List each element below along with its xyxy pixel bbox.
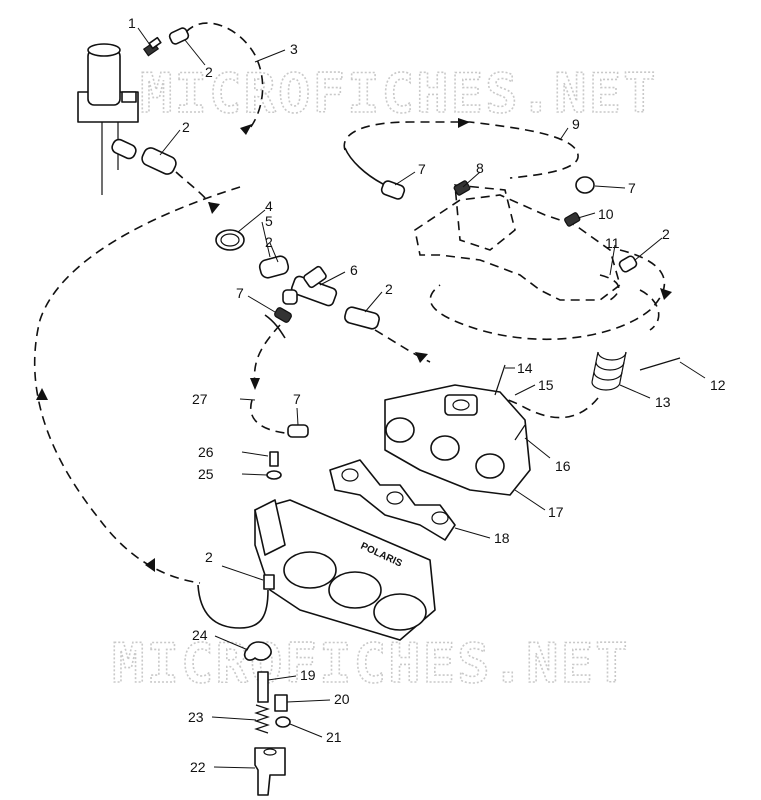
valve-19 [257,671,269,703]
callout-23: 23 [188,709,204,725]
fitting-5 [258,255,290,279]
callout-18: 18 [494,530,510,546]
callout-7d: 7 [293,391,301,407]
intake-manifold-phantom [414,184,621,301]
pump-outlet [121,91,137,103]
bolt-16 [514,424,526,441]
fitting-7-a [380,180,406,200]
callout-6: 6 [350,262,358,278]
callout-11: 11 [605,235,620,251]
hose-end-2-right [618,255,638,273]
callout-13: 13 [655,394,671,410]
hose-end-2-top [168,27,190,45]
callout-15: 15 [538,377,554,393]
screw-26 [269,451,279,467]
fitting-7-lower [287,424,309,438]
hose-to-manifold [374,329,431,363]
hose-ends-2-left [111,138,177,175]
callout-5: 5 [265,213,273,229]
hose-27-top [253,324,281,386]
hose-7-left [264,314,286,339]
fitting-10 [564,212,581,227]
callout-3: 3 [290,41,298,57]
callout-7c: 7 [236,285,244,301]
spring-13 [591,351,627,391]
watermark-bottom: MICROFICHES.NET [112,632,630,695]
callout-2c: 2 [265,234,273,250]
hose-9 [343,121,579,179]
fitting-7-left [274,307,292,323]
hose-7-solid [344,147,386,186]
callout-12: 12 [710,377,726,393]
callout-26: 26 [198,444,214,460]
hose-3 [185,22,264,129]
callout-4: 4 [265,198,273,214]
callout-19: 19 [300,667,316,683]
arrow-9 [458,118,470,128]
watermark-top: MICROFICHES.NET [140,62,658,125]
arrow-lower-left [145,558,155,572]
arrow-right [660,288,672,300]
flow-arrows [36,118,672,572]
fitting-1 [142,36,162,57]
hose-2-lower-solid [197,584,269,629]
gasket-24 [243,641,272,661]
callout-20: 20 [334,691,350,707]
callout-1: 1 [128,15,136,31]
callout-27: 27 [192,391,208,407]
callout-10: 10 [598,206,614,222]
callout-7a: 7 [418,161,426,177]
hose-return-left [33,186,241,584]
plug-20 [274,694,288,712]
callouts: 1 2 3 2 9 7 8 7 10 4 5 2 11 2 6 7 2 14 1… [128,15,726,775]
cylinder-head: POLARIS [254,499,436,641]
callout-8: 8 [476,160,484,176]
callout-2b: 2 [182,119,190,135]
exhaust-manifold-17 [384,384,531,496]
pin-12 [639,357,681,371]
callout-2e: 2 [385,281,393,297]
hose-27-bottom [249,399,286,434]
callout-2d: 2 [662,226,670,242]
arrow-clamp [208,202,220,214]
arrow-3 [240,124,252,135]
clamp-4 [215,229,245,251]
leader-lines [137,27,706,769]
callout-2a: 2 [205,64,213,80]
oil-pump-housing [77,43,139,195]
callout-7b: 7 [628,180,636,196]
hose-end-2-lower [263,574,275,590]
bolt-14 [494,364,506,396]
callout-21: 21 [326,729,342,745]
washer-21 [275,716,291,728]
pump-top [87,43,121,57]
callout-22: 22 [190,759,206,775]
callout-14: 14 [517,360,533,376]
callout-17: 17 [548,504,564,520]
callout-2f: 2 [205,549,213,565]
gasket-18 [329,459,456,541]
callout-25: 25 [198,466,214,482]
arrow-manifold [415,352,428,363]
hose-manifold-loop [429,249,666,340]
callout-9: 9 [572,116,580,132]
arrow-27 [250,378,260,390]
pump-body [87,49,121,106]
housing-22 [254,747,286,796]
callout-16: 16 [555,458,571,474]
hose-right [639,289,660,331]
washer-25 [266,470,282,480]
spring-23 [254,704,270,734]
arrow-left [36,388,48,400]
callout-24: 24 [192,627,208,643]
hose-end-2-mid [344,306,380,330]
fitting-7-b [575,176,595,194]
tee-6 [282,265,338,307]
